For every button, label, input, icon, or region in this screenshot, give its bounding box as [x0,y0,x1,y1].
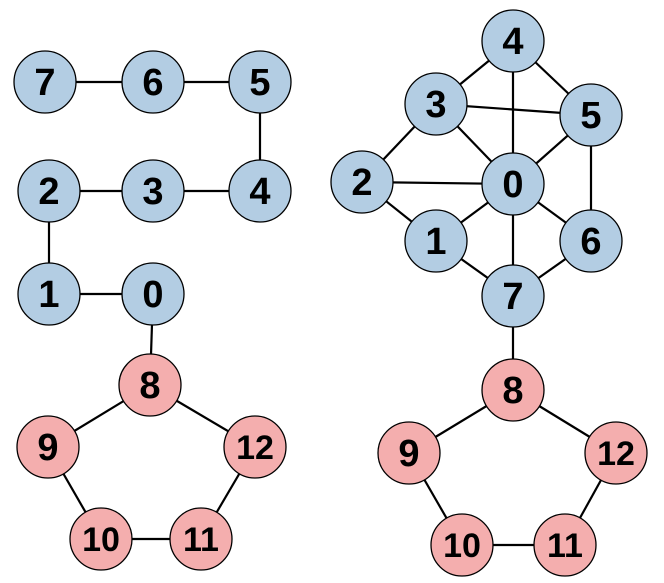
node-circle [121,262,185,326]
node-label: 9 [37,427,58,469]
node-label: 5 [249,62,270,104]
node-label: 8 [139,365,160,407]
node-left-6: 6 [121,50,185,114]
node-circle [118,353,182,417]
node-left-11: 11 [169,507,233,571]
node-label: 12 [236,429,274,467]
node-circle [223,415,287,479]
node-circle [404,209,468,273]
node-right-0: 0 [481,152,545,216]
node-label: 8 [502,370,523,412]
node-circle [377,421,441,485]
node-circle [404,72,468,136]
node-circle [330,150,394,214]
node-right-4: 4 [481,9,545,73]
node-left-0: 0 [121,262,185,326]
node-circle [228,159,292,223]
node-label: 11 [547,527,583,565]
node-right-3: 3 [404,72,468,136]
node-label: 7 [34,62,55,104]
node-left-4: 4 [228,159,292,223]
node-label: 7 [502,276,523,318]
node-right-11: 11 [533,513,597,577]
node-label: 0 [142,274,163,316]
node-label: 3 [425,84,446,126]
node-left-10: 10 [69,507,133,571]
node-circle [481,264,545,328]
node-circle [17,262,81,326]
node-label: 5 [580,95,601,137]
node-label: 6 [580,221,601,263]
node-left-2: 2 [17,159,81,223]
node-right-6: 6 [559,209,623,273]
node-circle [559,209,623,273]
node-label: 4 [249,171,270,213]
node-label: 11 [183,521,219,559]
node-left-5: 5 [228,50,292,114]
node-right-5: 5 [559,83,623,147]
node-left-8: 8 [118,353,182,417]
node-circle [584,421,648,485]
node-circle [16,415,80,479]
node-right-10: 10 [430,513,494,577]
node-circle [430,513,494,577]
node-circle [481,152,545,216]
node-circle [169,507,233,571]
node-right-8: 8 [481,358,545,422]
node-label: 10 [82,521,120,559]
node-label: 3 [142,171,163,213]
node-right-7: 7 [481,264,545,328]
node-circle [228,50,292,114]
node-circle [481,358,545,422]
node-label: 0 [502,164,523,206]
node-circle [121,50,185,114]
node-label: 1 [425,221,446,263]
node-circle [69,507,133,571]
node-label: 2 [351,162,372,204]
node-label: 6 [142,62,163,104]
node-circle [533,513,597,577]
node-left-7: 7 [13,50,77,114]
node-right-9: 9 [377,421,441,485]
node-circle [17,159,81,223]
node-right-12: 12 [584,421,648,485]
node-circle [481,9,545,73]
node-left-3: 3 [121,159,185,223]
node-label: 12 [597,435,635,473]
node-label: 2 [38,171,59,213]
node-left-12: 12 [223,415,287,479]
node-circle [13,50,77,114]
node-right-1: 1 [404,209,468,273]
node-label: 4 [502,21,523,63]
node-right-2: 2 [330,150,394,214]
node-label: 10 [443,527,481,565]
node-label: 9 [398,433,419,475]
node-label: 1 [38,274,59,316]
node-circle [121,159,185,223]
node-left-1: 1 [17,262,81,326]
node-circle [559,83,623,147]
node-left-9: 9 [16,415,80,479]
